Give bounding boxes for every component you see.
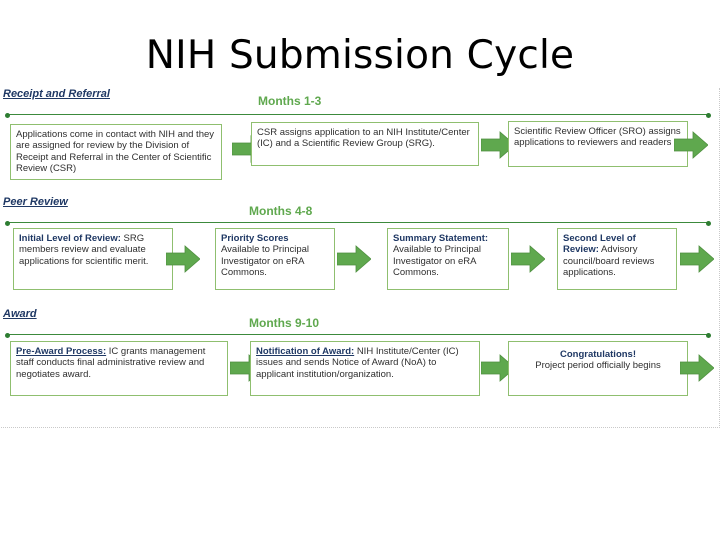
timeline-dot-right-2 <box>706 220 711 226</box>
flow-arrow-r2-a1 <box>166 244 200 274</box>
timeline-rule-2 <box>5 220 711 226</box>
step-body-r1-c3: Scientific Review Officer (SRO) assigns … <box>514 126 681 149</box>
step-heading-r2-c2: Priority Scores <box>221 233 289 244</box>
step-box-r1-c1[interactable]: Applications come in contact with NIH an… <box>10 124 222 180</box>
step-body-r2-c4: Advisory council/board reviews applicati… <box>563 244 655 279</box>
step-body-r3-c1: IC grants management staff conducts fina… <box>16 346 206 380</box>
timeline-dot-right-1 <box>706 112 711 118</box>
step-body-r2-c2: Available to Principal Investigator on e… <box>221 244 310 279</box>
timeline-dot-right-3 <box>706 332 711 338</box>
step-box-r2-c3[interactable]: Summary Statement: Available to Principa… <box>387 228 509 290</box>
flow-arrow-r3-a3 <box>680 353 714 383</box>
months-label-2: Months 4-8 <box>249 204 313 218</box>
page-title: NIH Submission Cycle <box>145 33 575 78</box>
months-label-3: Months 9-10 <box>249 316 320 330</box>
timeline-dot-left-1 <box>5 112 10 118</box>
step-box-r3-c1[interactable]: Pre-Award Process: IC grants management … <box>10 341 228 396</box>
flow-arrow-r2-a3 <box>511 244 545 274</box>
months-label-1: Months 1-3 <box>258 94 322 108</box>
flow-arrow-r3-a2 <box>481 353 515 383</box>
phase-label-peer-review: Peer Review <box>3 196 68 208</box>
flow-arrow-r2-a4 <box>680 244 714 274</box>
flow-arrow-r1-a2 <box>481 130 515 160</box>
phase-label-receipt-and-referral: Receipt and Referral <box>3 88 110 100</box>
timeline-dot-left-2 <box>5 220 10 226</box>
timeline-rule-1 <box>5 112 711 118</box>
timeline-rule-3 <box>5 332 711 338</box>
step-heading-r3-c3: Congratulations! <box>560 349 636 360</box>
step-body-r1-c2: CSR assigns application to an NIH Instit… <box>257 127 470 150</box>
step-body-r3-c2: NIH Institute/Center (IC) issues and sen… <box>256 346 459 380</box>
timeline-row-receipt-and-referral: Receipt and Referral Months 1-3 Applicat… <box>0 88 720 192</box>
step-box-r1-c2[interactable]: CSR assigns application to an NIH Instit… <box>251 122 479 166</box>
timeline-row-award: Award Months 9-10 Pre-Award Process: IC … <box>0 308 720 418</box>
timeline-dot-left-3 <box>5 332 10 338</box>
step-box-r3-c2[interactable]: Notification of Award: NIH Institute/Cen… <box>250 341 480 396</box>
step-box-r1-c3[interactable]: Scientific Review Officer (SRO) assigns … <box>508 121 688 167</box>
timeline-row-peer-review: Peer Review Months 4-8 Initial Level of … <box>0 196 720 306</box>
step-body-r2-c1: SRG members review and evaluate applicat… <box>19 233 149 267</box>
step-box-r2-c1[interactable]: Initial Level of Review: SRG members rev… <box>13 228 173 290</box>
flow-arrow-r1-a3 <box>674 130 708 160</box>
flow-arrow-r2-a2 <box>337 244 371 274</box>
step-body-r2-c3: Available to Principal Investigator on e… <box>393 244 482 279</box>
step-box-r3-c3[interactable]: Congratulations! Project period official… <box>508 341 688 396</box>
step-box-r2-c4[interactable]: Second Level of Review: Advisory council… <box>557 228 677 290</box>
phase-label-award: Award <box>3 308 37 320</box>
step-box-r2-c2[interactable]: Priority Scores Available to Principal I… <box>215 228 335 290</box>
step-heading-r2-c4: Second Level of Review: <box>563 233 636 256</box>
step-heading-r3-c2: Notification of Award: <box>256 346 355 357</box>
step-heading-r3-c1: Pre-Award Process: <box>16 346 107 357</box>
step-heading-r2-c1: Initial Level of Review: <box>19 233 121 244</box>
step-heading-r2-c3: Summary Statement: <box>393 233 489 244</box>
step-body-r1-c1: Applications come in contact with NIH an… <box>16 129 215 175</box>
step-body-r3-c3: Project period officially begins <box>535 360 661 372</box>
